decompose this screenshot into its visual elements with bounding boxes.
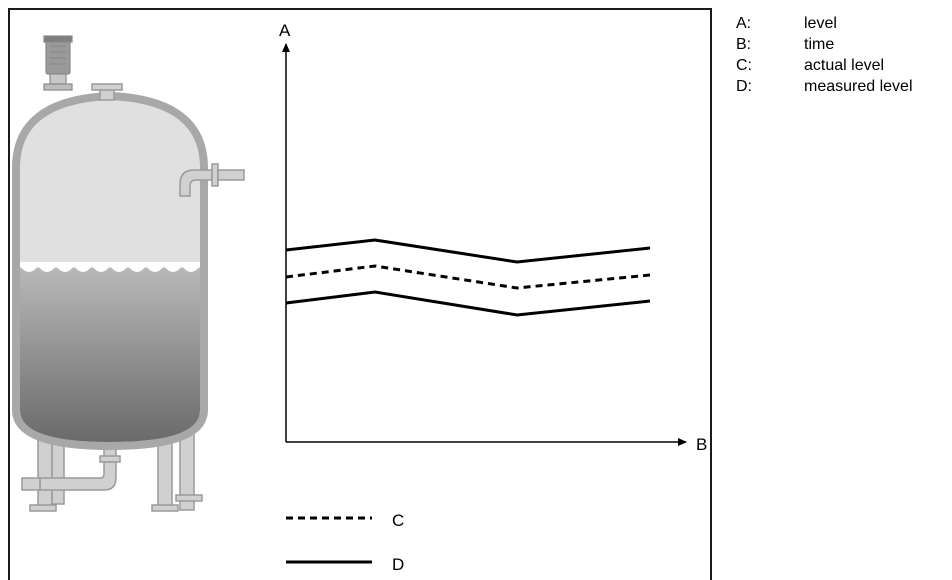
legend-item: C: actual level	[736, 55, 913, 76]
key-solid-letter: D	[392, 555, 404, 574]
lower-measured-level-curve	[285, 290, 651, 317]
upper-measured-level-curve	[285, 238, 651, 264]
legend-item: B: time	[736, 34, 913, 55]
y-axis-letter: A	[279, 21, 291, 40]
x-axis-letter: B	[696, 435, 707, 454]
legend-text: level	[804, 15, 837, 32]
actual-level-curve	[285, 264, 651, 290]
legend-item: A: level	[736, 13, 913, 34]
tank-illustration	[12, 35, 245, 512]
legend-key: C:	[736, 57, 752, 74]
legend-text: actual level	[804, 57, 885, 74]
tank-liquid	[20, 268, 200, 442]
legend-key: B:	[736, 36, 752, 53]
bottom-outlet-pipe	[21, 443, 121, 491]
diagram-frame	[8, 8, 712, 580]
side-outlet-pipe	[179, 163, 245, 197]
legend: A: level B: time C: actual level D: meas…	[736, 13, 913, 97]
legend-key: D:	[736, 78, 752, 95]
legend-item: D: measured level	[736, 76, 913, 97]
top-inlet-nozzle	[91, 83, 123, 101]
level-sensor-device	[43, 35, 73, 91]
legend-text: time	[804, 36, 835, 53]
liquid-surface-waves	[20, 262, 200, 272]
key-dashed-letter: C	[392, 511, 404, 530]
legend-text: measured level	[804, 78, 913, 95]
legend-key: A:	[736, 15, 752, 32]
chart-axes	[282, 43, 687, 446]
